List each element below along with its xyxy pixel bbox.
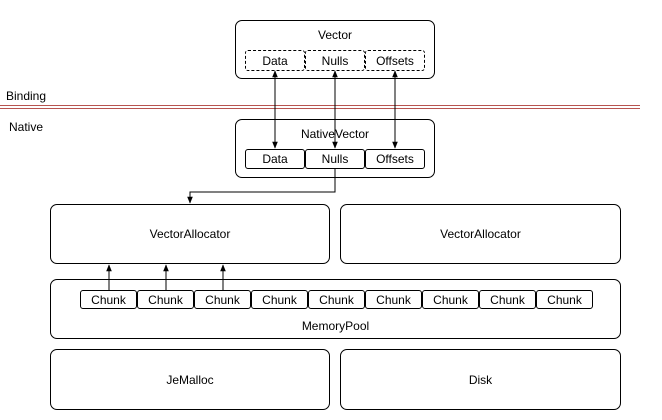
chunk: Chunk [422, 290, 479, 309]
vector-allocator-right-label: VectorAllocator [440, 227, 521, 241]
chunk: Chunk [308, 290, 365, 309]
chunk: Chunk [251, 290, 308, 309]
chunk: Chunk [365, 290, 422, 309]
native-vector-data-field: Data [245, 149, 305, 169]
native-to-allocator-arrow [187, 169, 336, 204]
chunk: Chunk [137, 290, 194, 309]
native-vector-offsets-field: Offsets [365, 149, 425, 169]
vector-allocator-right: VectorAllocator [340, 204, 621, 264]
disk-box: Disk [340, 349, 621, 410]
binding-native-separator [0, 105, 640, 109]
chunk: Chunk [80, 290, 137, 309]
disk-label: Disk [468, 372, 493, 387]
jemalloc-label: JeMalloc [166, 372, 214, 387]
vector-allocator-left-label: VectorAllocator [149, 227, 231, 241]
native-label: Native [9, 120, 44, 134]
chunk: Chunk [194, 290, 251, 309]
chunk: Chunk [479, 290, 536, 309]
vector-nulls-field: Nulls [305, 50, 365, 71]
binding-label: Binding [6, 89, 47, 103]
vector-title: Vector [317, 28, 353, 42]
memory-pool-box: MemoryPool [50, 279, 621, 339]
chunk: Chunk [536, 290, 593, 309]
vector-allocator-left: VectorAllocator [50, 204, 330, 264]
memory-pool-title: MemoryPool [301, 319, 370, 333]
jemalloc-box: JeMalloc [50, 349, 330, 410]
native-vector-nulls-field: Nulls [305, 149, 365, 169]
